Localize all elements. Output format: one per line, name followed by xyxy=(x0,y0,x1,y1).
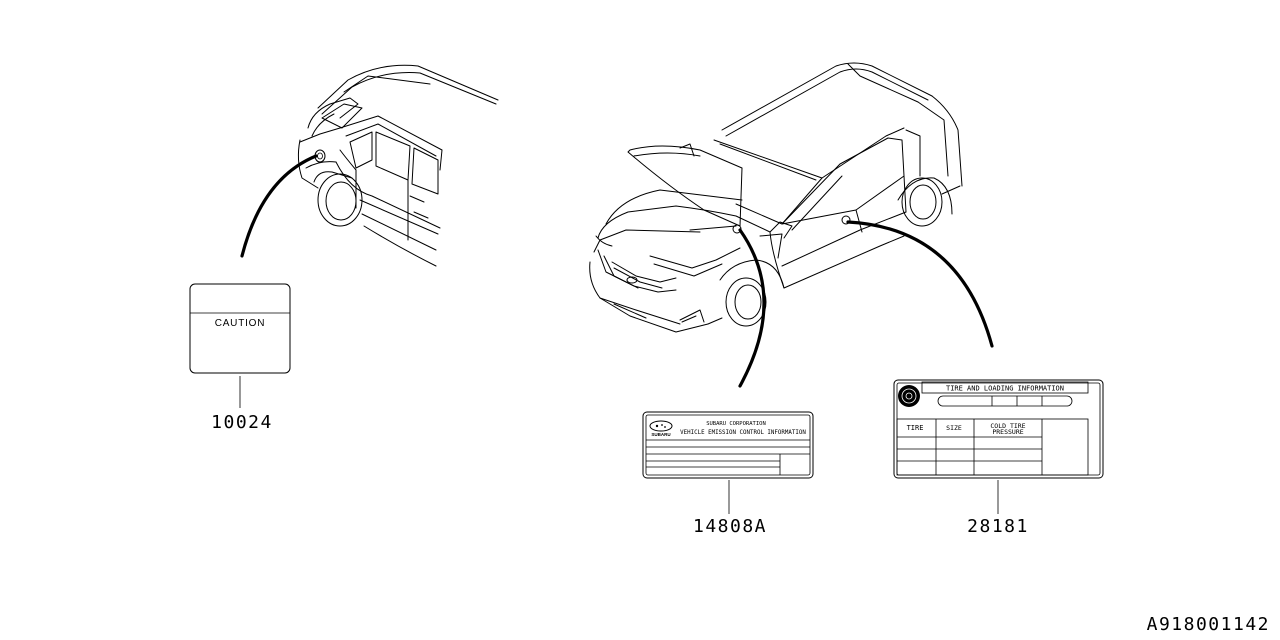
leader-line-10024 xyxy=(240,154,318,258)
subaru-brand-text: SUBARU xyxy=(651,432,670,437)
tire-label-title: TIRE AND LOADING INFORMATION xyxy=(946,385,1064,393)
leader-line-14808A xyxy=(738,228,766,388)
caution-label-text: CAUTION xyxy=(215,318,266,329)
part-number-14808A: 14808A xyxy=(693,516,767,537)
caution-label-10024: CAUTION xyxy=(189,283,291,408)
emission-label-line-2: VEHICLE EMISSION CONTROL INFORMATION xyxy=(680,430,806,436)
subaru-logo-icon: SUBARU xyxy=(649,420,673,437)
tire-column-header: TIRE xyxy=(907,424,924,432)
size-column-header: SIZE xyxy=(946,424,962,432)
part-number-10024: 10024 xyxy=(211,412,273,433)
car-front-open-hood-illustration xyxy=(589,62,963,333)
tire-icon xyxy=(898,385,920,407)
tire-label-28181: TIRE AND LOADING INFORMATION TIRE SIZE C… xyxy=(893,379,1104,514)
cold-tire-column-header: COLD TIRE xyxy=(990,422,1025,430)
pressure-column-header: PRESSURE xyxy=(992,428,1023,436)
diagram-id: A918001142 xyxy=(1147,614,1270,635)
car-rear-view-illustration xyxy=(297,64,499,267)
emission-label-14808A: SUBARU SUBARU CORPORATION VEHICLE EMISSI… xyxy=(642,411,814,514)
emission-label-line-1: SUBARU CORPORATION xyxy=(706,421,766,427)
part-number-28181: 28181 xyxy=(967,516,1029,537)
leader-line-28181 xyxy=(846,220,994,348)
